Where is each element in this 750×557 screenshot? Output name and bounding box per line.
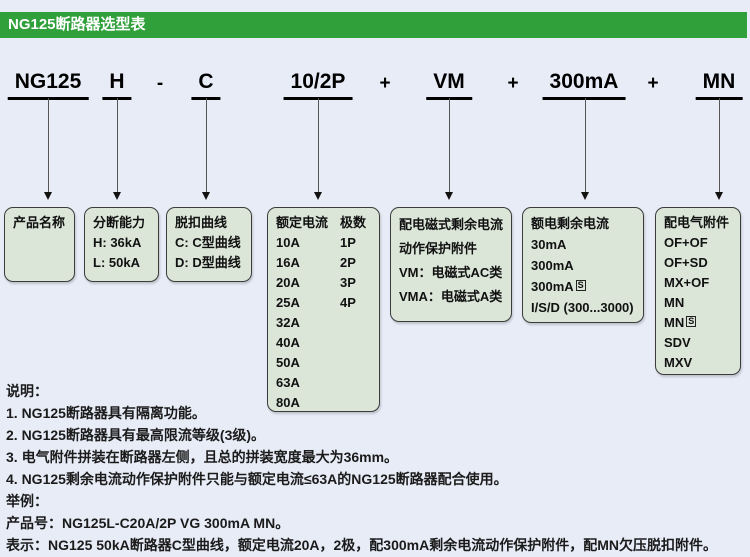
text-line: 16A [276,255,300,270]
notes-section: 说明： 1. NG125断路器具有隔离功能。 2. NG125断路器具有最高限流等… [6,380,746,556]
down-arrow [715,98,723,200]
box-title: 配电磁式剩余电流 [399,217,504,232]
model-token-plus-2: + [507,73,519,94]
text-line: 表示：NG125 50kA断路器C型曲线，额定电流20A，2极，配300mA剩余… [6,537,717,553]
text-line: MXV [664,355,693,370]
box-title: 脱扣曲线 [175,215,228,230]
text-line: C: C型曲线 [175,235,241,250]
text-line: 3P [340,275,356,290]
text-line: 10A [276,235,300,250]
model-token-curve: C [191,70,221,100]
model-token-rcd: VM [426,70,472,100]
text-line: 32A [276,315,300,330]
box-rated-current-poles: 额定电流 极数 10A 16A 20A 25A 32A 40A 50A 63A 80A 1P 2P… [267,207,380,412]
model-token-plus-1: + [379,73,391,94]
text-line: VMA：电磁式A类 [399,289,503,304]
model-token-series: NG125 [7,70,89,100]
text-line: 40A [276,335,300,350]
text-line: I/S/D (300...3000) [531,300,634,315]
example-heading: 举例： [6,493,48,509]
text-line: SDV [664,335,691,350]
down-arrow [581,98,589,200]
text-line: 300mA [531,258,574,273]
text-line: MX+OF [664,275,710,290]
example-list: 产品号：NG125L-C20A/2P VG 300mA MN。表示：NG125 … [6,512,746,556]
poles-list: 1P 2P 3P 4P [340,233,356,413]
down-arrow [314,98,322,200]
text-line: L: 50kA [93,255,140,270]
text-line: D: D型曲线 [175,255,241,270]
model-token-breaking: H [102,70,132,100]
box-breaking-capacity: 分断能力 H: 36kA L: 50kA [84,207,159,282]
notes-heading: 说明： [6,383,48,399]
model-token-plus-3: + [647,73,659,94]
page-title: NG125断路器选型表 [8,16,146,33]
down-arrow [445,98,453,200]
text-line: 50A [276,355,300,370]
text-line: 63A [276,375,300,390]
down-arrow [44,98,52,200]
box-title: 配电气附件 [664,215,730,230]
text-line: 80A [276,395,300,410]
box-title: 分断能力 [93,215,146,230]
box-rcd-accessory: 配电磁式剩余电流 动作保护附件 VM：电磁式AC类 VMA：电磁式A类 [390,207,512,322]
box-title-poles: 极数 [340,215,367,230]
box-trip-curve: 脱扣曲线 C: C型曲线 D: D型曲线 [166,207,252,282]
selective-s-badge: S [686,316,697,327]
text-line: 1. NG125断路器具有隔离功能。 [6,405,206,421]
model-token-dash: - [156,73,164,94]
text-line: 2. NG125断路器具有最高限流等级(3级)。 [6,427,266,443]
text-line: 3. 电气附件拼装在断路器左侧，且总的拼装宽度最大为36mm。 [6,449,399,465]
model-token-sensitivity: 300mA [542,70,626,100]
text-line: 4. NG125剩余电流动作保护附件只能与额定电流≤63A的NG125断路器配合… [6,471,508,487]
text-line: 20A [276,275,300,290]
text-line: H: 36kA [93,235,142,250]
notes-list: 1. NG125断路器具有隔离功能。 2. NG125断路器具有最高限流等级(3级… [6,402,746,490]
down-arrow [113,98,121,200]
text-line: 30mA [531,237,567,252]
text-line: OF+SD [664,255,708,270]
box-title: 产品名称 [13,215,66,230]
text-line: 产品号：NG125L-C20A/2P VG 300mA MN。 [6,515,290,531]
box-product-name: 产品名称 [4,207,75,282]
text-line: OF+OF [664,235,708,250]
selective-s-badge: S [575,280,586,291]
page-title-bar: NG125断路器选型表 [0,12,747,38]
box-title: 额电剩余电流 [531,216,610,231]
model-token-accessory: MN [695,70,743,100]
text-line: 动作保护附件 [399,241,478,256]
text-line: 1P [340,235,356,250]
text-line: 2P [340,255,356,270]
text-line: MN [664,295,685,310]
down-arrow [202,98,210,200]
current-list: 10A 16A 20A 25A 32A 40A 50A 63A 80A [276,233,340,413]
box-title: 额定电流 [276,215,329,230]
text-line: 25A [276,295,300,310]
text-line: VM：电磁式AC类 [399,265,503,280]
text-line: 4P [340,295,356,310]
model-token-current-poles: 10/2P [283,70,353,100]
